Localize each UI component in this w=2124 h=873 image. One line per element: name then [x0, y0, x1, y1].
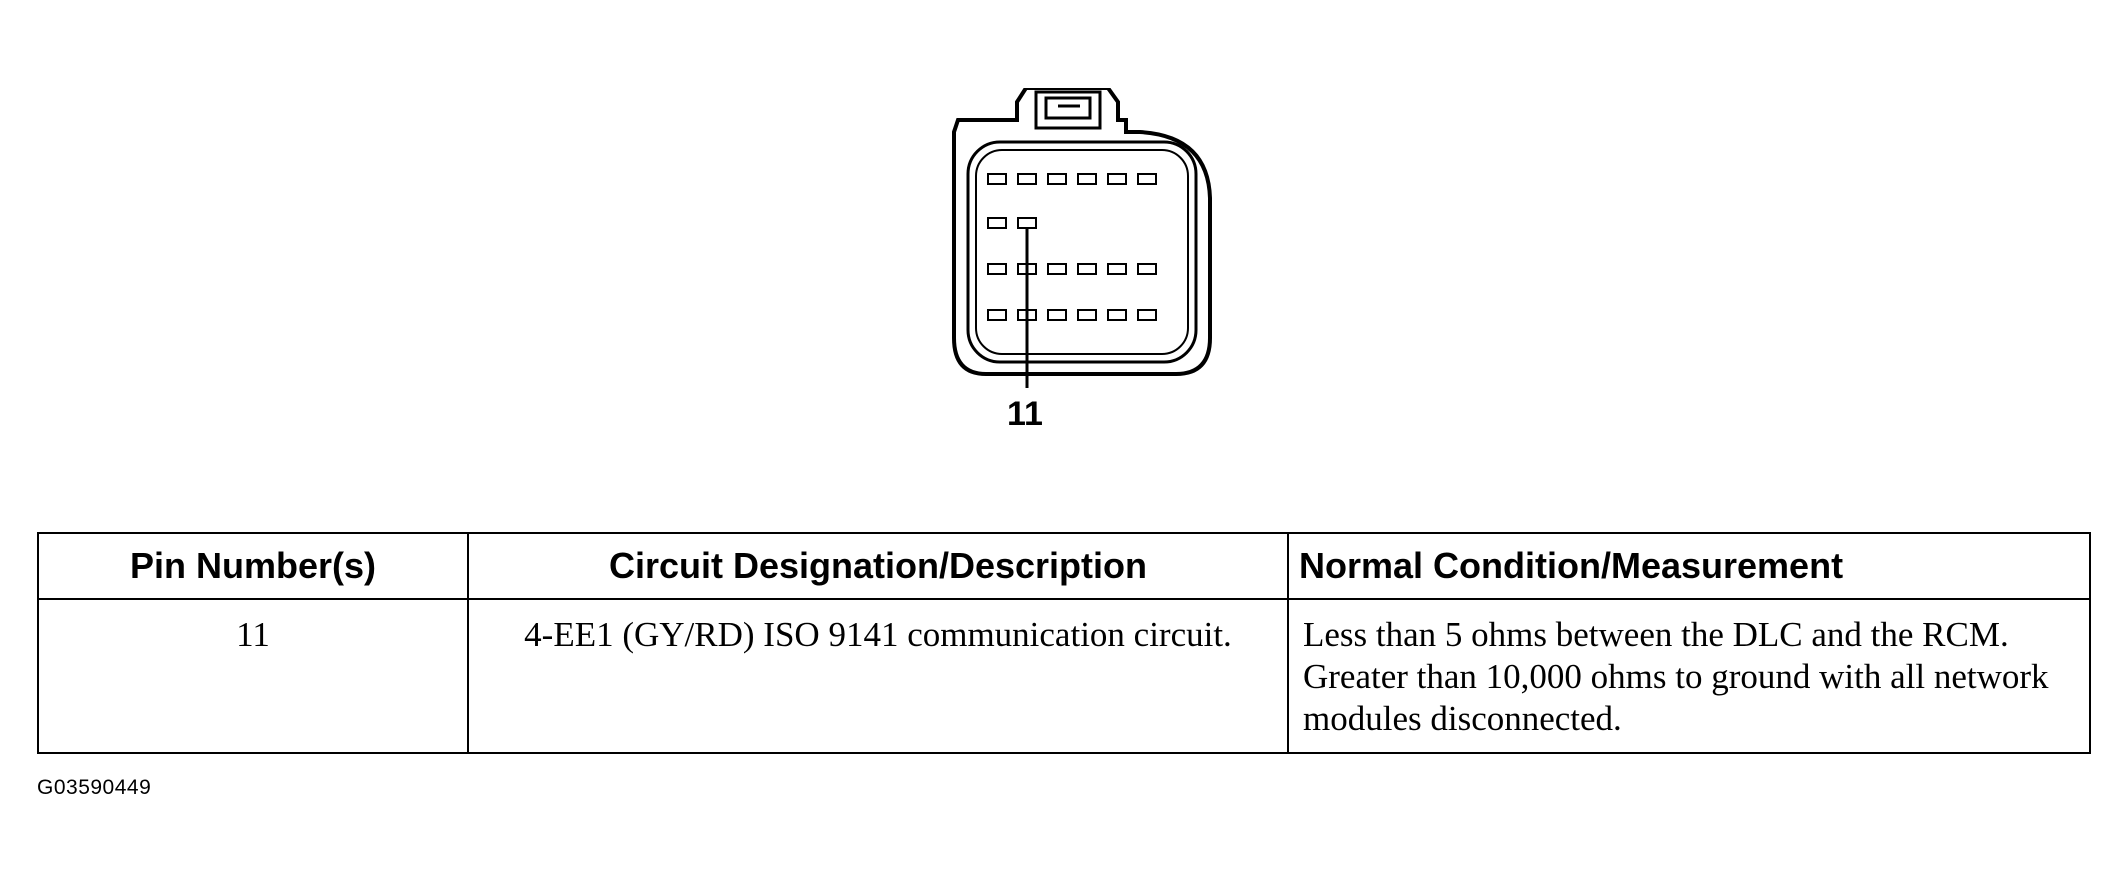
pin-cavity — [987, 263, 1007, 275]
pin-cavity — [1017, 173, 1037, 185]
connector-face — [966, 140, 1198, 364]
pin-cavity — [1077, 263, 1097, 275]
pin-cavity — [1047, 173, 1067, 185]
header-circuit-description: Circuit Designation/Description — [467, 532, 1289, 600]
pin-cavity — [987, 217, 1007, 229]
connector-housing-outline — [952, 88, 1212, 376]
pin-cavity — [1077, 173, 1097, 185]
pin-callout-label: 11 — [1007, 395, 1043, 433]
pin-cavity — [1047, 263, 1067, 275]
pin-cavity — [1137, 263, 1157, 275]
pin-cavity — [1107, 309, 1127, 321]
pin-cavity — [1137, 309, 1157, 321]
cell-circuit: 4-EE1 (GY/RD) ISO 9141 communication cir… — [467, 598, 1289, 754]
connector-face-inner — [975, 149, 1189, 355]
pin-cavity — [1077, 309, 1097, 321]
pin-cavity — [1107, 173, 1127, 185]
connector-latch — [1034, 90, 1102, 130]
pin-cavity — [1107, 263, 1127, 275]
pin-cavity-11 — [1017, 217, 1037, 229]
cell-pin: 11 — [37, 598, 469, 754]
header-normal-condition: Normal Condition/Measurement — [1287, 532, 2091, 600]
figure-id: G03590449 — [37, 776, 152, 799]
connector-diagram — [952, 88, 1212, 388]
pin-cavity — [1137, 173, 1157, 185]
cell-condition: Less than 5 ohms between the DLC and the… — [1287, 598, 2091, 754]
pin-cavity — [1047, 309, 1067, 321]
header-pin-number: Pin Number(s) — [37, 532, 469, 600]
table-header-row: Pin Number(s) Circuit Designation/Descri… — [37, 532, 2091, 600]
pin-cavity — [987, 173, 1007, 185]
table-row: 11 4-EE1 (GY/RD) ISO 9141 communication … — [37, 598, 2091, 754]
pin-cavity — [987, 309, 1007, 321]
pin-table: Pin Number(s) Circuit Designation/Descri… — [37, 532, 2091, 754]
